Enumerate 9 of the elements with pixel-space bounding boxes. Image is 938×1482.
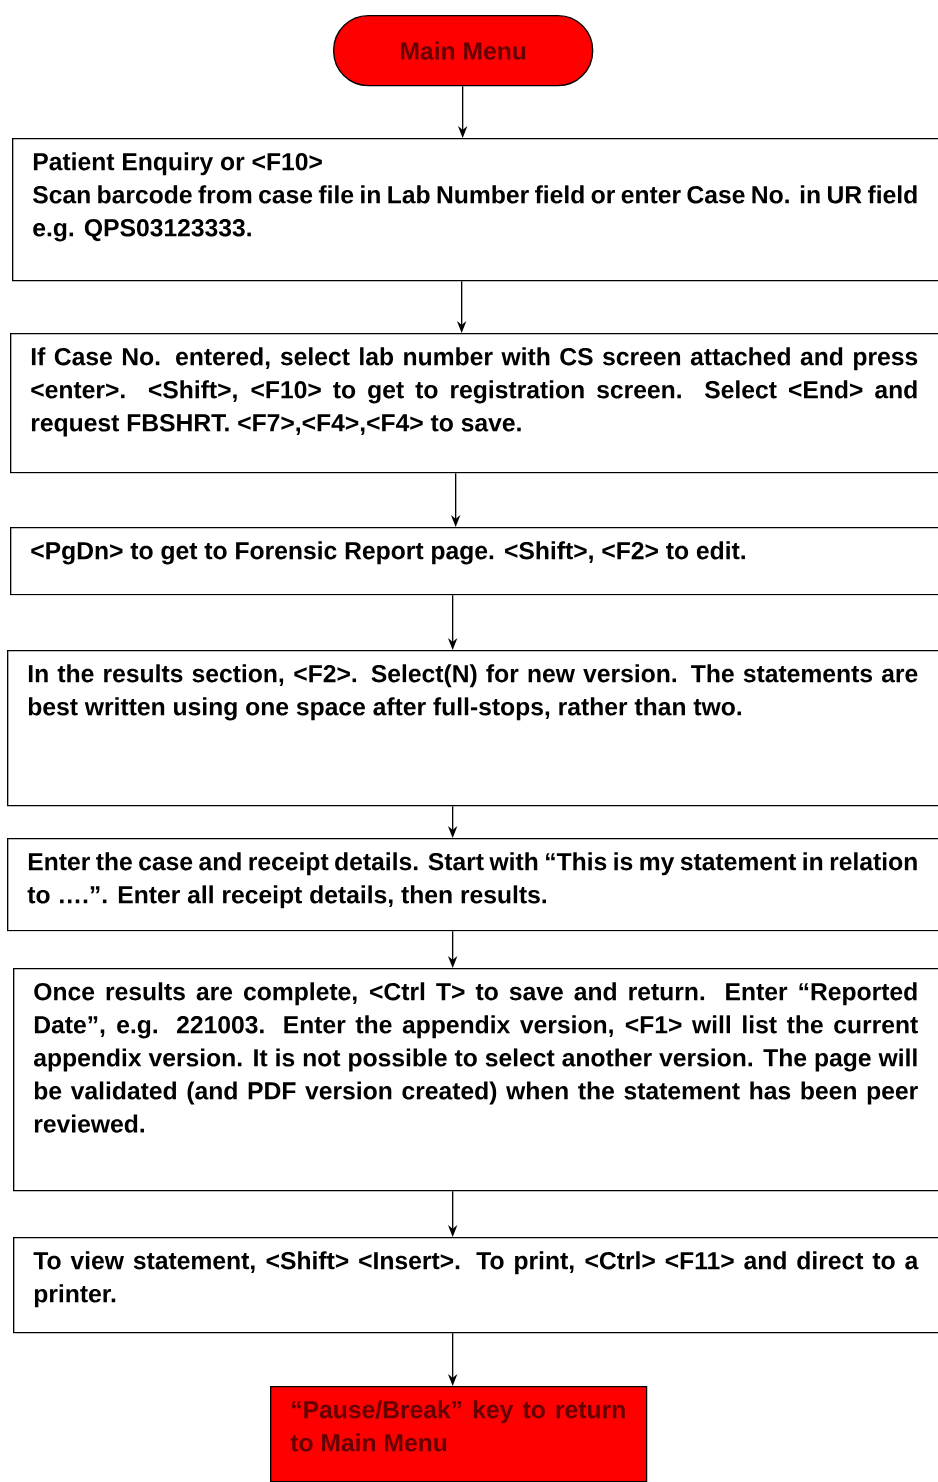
end-box: “Pause/Break” key to return to Main Menu	[270, 1386, 648, 1482]
process-box: Patient Enquiry or <F10> Scan barcode from case file in Lab Number field or enter Case No. in UR field e.g. QPS03123333.	[12, 138, 938, 282]
process-box: Enter the case and receipt details. Start with “This is my statement in relation to ….”. Enter all receipt details, then results.	[7, 838, 938, 932]
process-box: To view statement, <Shift> <Insert>. To print, <Ctrl> <F11> and direct to a printer.	[13, 1237, 938, 1334]
process-box: If Case No. entered, select lab number with CS screen attached and press <enter>. <Shift>, <F10> to get to registration screen. Select <End> and request FBSHRT. <F7>,<F4>,<F4> to save.	[10, 333, 938, 474]
terminal-box: Main Menu	[333, 15, 594, 87]
process-box: Once results are complete, <Ctrl T> to save and return. Enter “Reported Date”, e.g. 221003. Enter the appendix version, <F1> will list the current appendix version. It is not possible to select another version. The page will be validated (and PDF version created) when the statement has been peer reviewed.	[13, 968, 938, 1192]
process-box: In the results section, <F2>. Select(N) for new version. The statements are best written using one space after full-stops, rather than two.	[7, 650, 938, 807]
process-box: <PgDn> to get to Forensic Report page. <Shift>, <F2> to edit.	[10, 527, 938, 596]
